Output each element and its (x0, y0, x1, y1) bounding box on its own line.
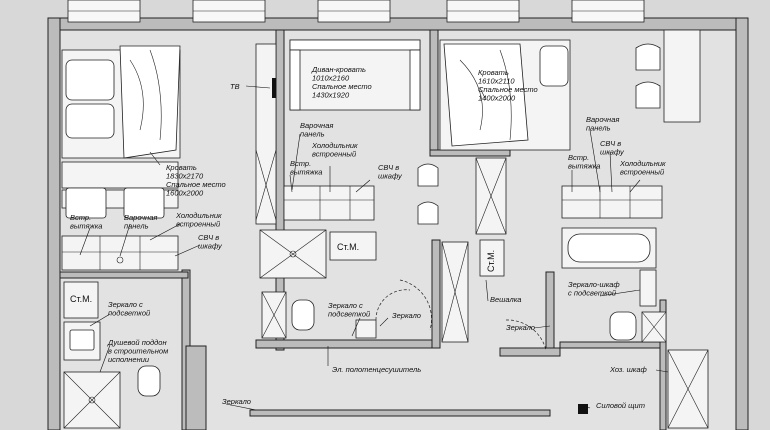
center-washer-label: Ст.М. (337, 242, 359, 252)
center-kitchen (283, 185, 375, 221)
left-wall (47, 17, 61, 430)
tv-label: ТВ (230, 82, 240, 91)
sofa-bed (289, 39, 421, 111)
label-line: панель (300, 130, 325, 139)
right-kitchen (561, 185, 663, 219)
right-bathroom (561, 227, 667, 343)
label-line: встроенный (312, 150, 357, 159)
right-chairs (635, 29, 701, 123)
utility-closet (578, 349, 709, 429)
center-mirror-label: Зеркало (392, 311, 421, 320)
tv-stand (255, 43, 277, 225)
label-line: панель (124, 222, 149, 231)
center-bathroom: Ст.М. (259, 229, 432, 339)
towel-warmer-label: Эл. полотенцесушитель (332, 365, 421, 374)
right-wall (735, 17, 749, 430)
label-line: Спальное место (312, 82, 372, 91)
hall-mirror-label: Зеркало (506, 323, 535, 332)
hall-closets: Ст.М. (441, 157, 547, 351)
label-line: с подсветкой (568, 289, 617, 298)
label-line: 1600x2000 (166, 189, 204, 198)
right-bed (439, 39, 571, 151)
label-line: панель (586, 124, 611, 133)
label-line: 1010x2160 (312, 74, 350, 83)
label-line: шкафу (600, 148, 625, 157)
label-line: Спальное место (166, 180, 226, 189)
utility-label: Хоз. шкаф (609, 365, 648, 374)
label-line: подсветкой (328, 310, 371, 319)
left-kitchen (61, 235, 179, 271)
left-bed (61, 45, 181, 159)
label-line: 1430x1920 (312, 91, 350, 100)
label-line: встроенный (176, 220, 221, 229)
label-line: 1610x2110 (478, 77, 515, 86)
label-line: шкафу (198, 242, 223, 251)
left-sideboard (61, 161, 179, 219)
partitions (59, 29, 667, 430)
left-washer-label: Ст.М. (70, 294, 92, 304)
hanger-label: Вешалка (490, 295, 521, 304)
label-line: вытяжка (70, 222, 102, 231)
left-mirror2-label: Зеркало (222, 397, 251, 406)
label-line: вытяжка (290, 168, 322, 177)
leader-lines (79, 85, 669, 411)
power-panel-label: Силовой щит (596, 401, 645, 410)
center-hood-label: Встр.вытяжка (290, 159, 322, 177)
label-line: Спальное место (478, 85, 538, 94)
right-hood-label: Встр.вытяжка (568, 153, 600, 171)
windows (67, 0, 645, 23)
hall-washer-label: Ст.М. (486, 250, 496, 272)
label-line: исполнении (108, 355, 150, 364)
center-chairs (417, 163, 439, 225)
left-hood-label: Встр.вытяжка (70, 213, 102, 231)
label-line: 1400x2000 (478, 94, 516, 103)
label-line: встроенный (620, 168, 665, 177)
label-line: 1830x2170 (166, 172, 204, 181)
label-line: шкафу (378, 172, 403, 181)
left-bathroom: Ст.М. (63, 281, 161, 429)
label-line: подсветкой (108, 309, 151, 318)
label-line: вытяжка (568, 162, 600, 171)
label-line: в строительном (108, 347, 168, 356)
